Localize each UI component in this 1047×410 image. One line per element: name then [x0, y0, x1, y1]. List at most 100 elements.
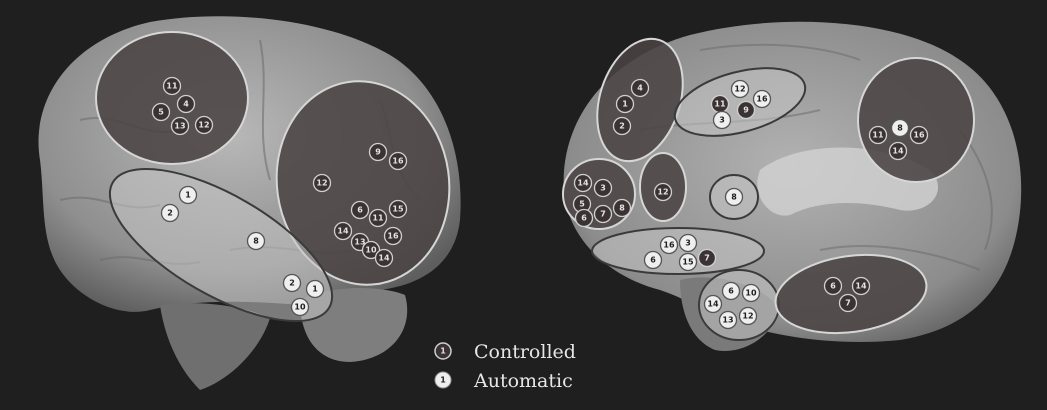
- marker-number: 16: [756, 95, 768, 104]
- marker-number: 11: [372, 214, 384, 223]
- controlled-marker: 4: [178, 96, 195, 113]
- marker-number: 14: [337, 227, 349, 236]
- marker-number: 8: [253, 237, 259, 246]
- marker-number: 7: [704, 254, 710, 263]
- automatic-marker: 2: [284, 275, 301, 292]
- controlled-marker: 9: [370, 144, 387, 161]
- controlled-marker: 7: [699, 250, 716, 267]
- automatic-marker: 8: [892, 120, 909, 137]
- region-ellipse: [858, 58, 974, 182]
- automatic-marker: 12: [740, 308, 757, 325]
- marker-number: 12: [316, 179, 327, 188]
- controlled-marker: 16: [385, 228, 402, 245]
- marker-number: 4: [183, 100, 189, 109]
- marker-number: 6: [581, 214, 587, 223]
- marker-number: 3: [600, 184, 606, 193]
- marker-number: 1: [312, 285, 318, 294]
- automatic-marker: 10: [743, 285, 760, 302]
- legend-automatic-label: Automatic: [473, 370, 573, 392]
- controlled-marker: 11: [870, 127, 887, 144]
- automatic-marker: 8: [248, 233, 265, 250]
- controlled-marker: 16: [390, 153, 407, 170]
- controlled-marker: 4: [632, 80, 649, 97]
- automatic-marker: 10: [292, 299, 309, 316]
- controlled-marker: 3: [595, 180, 612, 197]
- marker-number: 6: [728, 287, 734, 296]
- marker-number: 6: [357, 206, 363, 215]
- marker-number: 13: [722, 316, 733, 325]
- marker-number: 16: [913, 131, 925, 140]
- marker-number: 12: [742, 312, 753, 321]
- controlled-marker: 13: [172, 118, 189, 135]
- marker-number: 7: [845, 299, 851, 308]
- automatic-marker: 6: [645, 252, 662, 269]
- automatic-marker: 15: [680, 254, 697, 271]
- automatic-marker: 6: [723, 283, 740, 300]
- region-medial-precuneus: [858, 58, 974, 182]
- marker-number: 12: [198, 121, 209, 130]
- marker-number: 12: [657, 188, 668, 197]
- controlled-marker: 11: [712, 96, 729, 113]
- marker-number: 14: [577, 179, 589, 188]
- marker-number: 3: [719, 116, 725, 125]
- marker-number: 4: [637, 84, 643, 93]
- region-ellipse: [592, 228, 764, 274]
- marker-number: 10: [294, 303, 306, 312]
- legend: 1 Controlled 1 Automatic: [435, 341, 576, 392]
- marker-number: 9: [375, 148, 381, 157]
- controlled-marker: 7: [595, 206, 612, 223]
- controlled-marker: 14: [853, 278, 870, 295]
- controlled-marker: 16: [911, 127, 928, 144]
- automatic-marker: 8: [726, 189, 743, 206]
- region-lateral-dorsal-frontal: [96, 32, 248, 164]
- automatic-marker: 1: [307, 281, 324, 298]
- marker-number: 12: [734, 85, 745, 94]
- controlled-marker: 2: [614, 118, 631, 135]
- marker-number: 2: [619, 122, 625, 131]
- marker-number: 14: [892, 147, 904, 156]
- marker-number: 10: [745, 289, 757, 298]
- legend-controlled-label: Controlled: [474, 341, 576, 363]
- svg-text:1: 1: [440, 376, 446, 385]
- automatic-marker: 3: [680, 235, 697, 252]
- controlled-marker: 15: [390, 201, 407, 218]
- marker-number: 2: [167, 209, 173, 218]
- lateral-brainstem-shape: [160, 303, 270, 390]
- marker-number: 15: [682, 258, 694, 267]
- controlled-marker: 12: [196, 117, 213, 134]
- controlled-marker: 11: [164, 78, 181, 95]
- marker-number: 10: [365, 246, 377, 255]
- marker-number: 5: [579, 200, 585, 209]
- controlled-marker: 5: [153, 104, 170, 121]
- marker-number: 6: [650, 256, 656, 265]
- controlled-marker: 6: [352, 202, 369, 219]
- marker-number: 14: [855, 282, 867, 291]
- marker-number: 11: [714, 100, 726, 109]
- marker-number: 5: [158, 108, 164, 117]
- region-medial-orbitofrontal: [592, 228, 764, 274]
- controlled-marker: 14: [335, 223, 352, 240]
- marker-number: 13: [174, 122, 185, 131]
- marker-number: 14: [378, 254, 390, 263]
- controlled-marker: 8: [614, 200, 631, 217]
- automatic-marker: 3: [714, 112, 731, 129]
- marker-number: 11: [166, 82, 178, 91]
- automatic-marker: 2: [162, 205, 179, 222]
- marker-number: 3: [685, 239, 691, 248]
- marker-number: 2: [289, 279, 295, 288]
- automatic-marker: 16: [661, 237, 678, 254]
- marker-number: 7: [600, 210, 606, 219]
- marker-number: 6: [830, 282, 836, 291]
- controlled-marker: 1: [617, 96, 634, 113]
- controlled-marker: 14: [575, 175, 592, 192]
- controlled-marker: 14: [376, 250, 393, 267]
- automatic-marker: 12: [732, 81, 749, 98]
- controlled-marker: 6: [576, 210, 593, 227]
- controlled-marker: 14: [890, 143, 907, 160]
- controlled-marker: 7: [840, 295, 857, 312]
- automatic-marker: 13: [720, 312, 737, 329]
- marker-number: 9: [743, 106, 749, 115]
- automatic-marker: 1: [180, 187, 197, 204]
